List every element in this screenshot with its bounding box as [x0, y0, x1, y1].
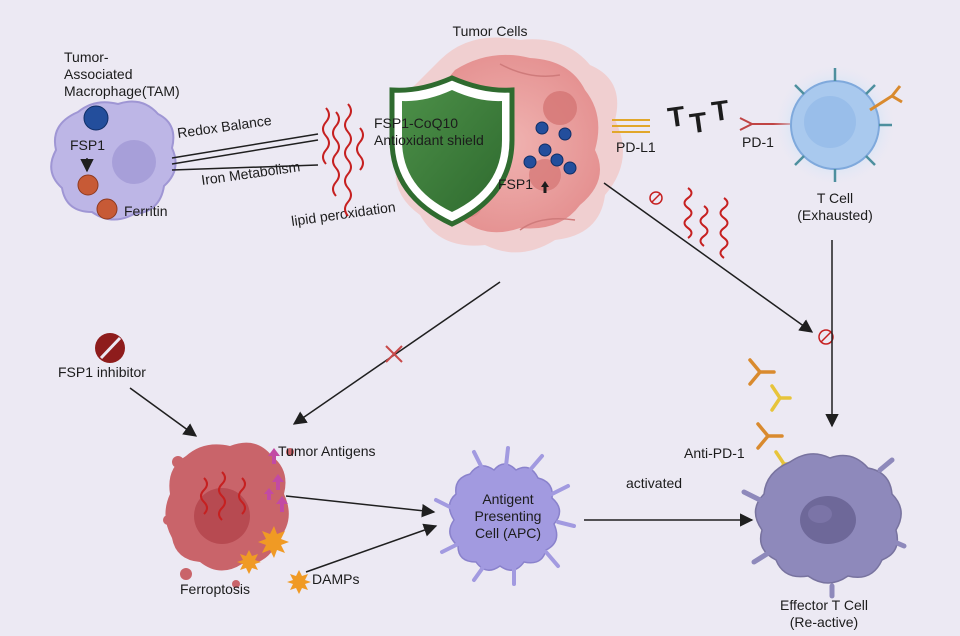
- anti-pd1-label: Anti-PD-1: [684, 445, 745, 461]
- lipid-peroxidation-label: lipid peroxidation: [290, 199, 396, 229]
- shield-label-line1: FSP1-CoQ10: [374, 115, 458, 131]
- effector-label-line1: Effector T Cell: [780, 597, 868, 613]
- apc-label-line2: Presenting: [475, 508, 542, 524]
- effector-t-cell: [741, 453, 907, 599]
- svg-text:T: T: [710, 94, 731, 127]
- ferritin-label: Ferritin: [124, 203, 168, 219]
- lipid-peroxidation-waves: [322, 103, 364, 217]
- ferritin-molecule-1: [77, 174, 99, 196]
- pd-binding-glyphs: T T T: [666, 94, 731, 139]
- fsp1-molecule-tam: [83, 105, 109, 131]
- tam-tumor-connectors: [171, 133, 319, 171]
- damps-label: DAMPs: [312, 571, 359, 587]
- inhibitor-to-ferroptosis-arrow: [129, 387, 198, 437]
- ferroptosis-label: Ferroptosis: [180, 581, 250, 597]
- tumor-to-ferroptosis-arrow: [292, 281, 501, 425]
- damp-burst-icons: [237, 526, 311, 594]
- tam-nucleus: [112, 140, 156, 184]
- fsp1-inhibitor-icon: [95, 333, 125, 363]
- antigens-to-apc-arrow: [285, 495, 436, 518]
- suppressive-waves: [683, 187, 729, 259]
- tam-label-line1: Tumor-: [64, 49, 109, 65]
- anti-pd1-antibody-icons: [748, 358, 796, 478]
- activated-label: activated: [626, 475, 682, 491]
- svg-text:T: T: [688, 106, 709, 139]
- antigen-presenting-cell: [434, 446, 576, 586]
- pdl1-label: PD-L1: [616, 139, 656, 155]
- tumor-to-effector-arrow: [603, 182, 814, 333]
- pd1-label: PD-1: [742, 134, 774, 150]
- tumor-antigen-icons: [264, 448, 288, 512]
- prohibited-icon-lower: [818, 329, 834, 345]
- redox-balance-label: Redox Balance: [176, 112, 272, 141]
- blocked-cross-icon: [385, 345, 403, 363]
- apc-label-line3: Cell (APC): [475, 525, 541, 541]
- t-cell-label-line2: (Exhausted): [797, 207, 872, 223]
- effector-label-line2: (Re-active): [790, 614, 858, 630]
- t-cell-label-line1: T Cell: [817, 190, 853, 206]
- svg-text:T: T: [666, 100, 687, 133]
- ferroptotic-tumor-cell: [163, 442, 294, 588]
- iron-metabolism-label: Iron Metabolism: [200, 158, 301, 188]
- tam-label-line2: Associated: [64, 66, 132, 82]
- damps-to-apc-arrow: [305, 523, 438, 573]
- apc-label-line1: Antigent: [482, 491, 533, 507]
- exhausted-t-cell: [773, 63, 903, 187]
- fsp1-molecules-tumor: [523, 121, 577, 175]
- tam-label-line3: Macrophage(TAM): [64, 83, 180, 99]
- up-arrow-icon: [541, 181, 549, 193]
- shield-label-line2: Antioxidant shield: [374, 132, 484, 148]
- ferritin-molecule-2: [96, 198, 118, 220]
- tumor-antigens-label: Tumor Antigens: [278, 443, 376, 459]
- fsp1-tam-label: FSP1: [70, 137, 105, 153]
- prohibited-icon-upper: [649, 191, 663, 205]
- antioxidant-shield-icon: [389, 75, 515, 227]
- tumor-cells-title: Tumor Cells: [453, 23, 528, 39]
- fsp1-upregulated-label: FSP1: [498, 176, 533, 192]
- fsp1-inhibitor-label: FSP1 inhibitor: [58, 364, 146, 380]
- pdl1-receptor: [612, 119, 650, 133]
